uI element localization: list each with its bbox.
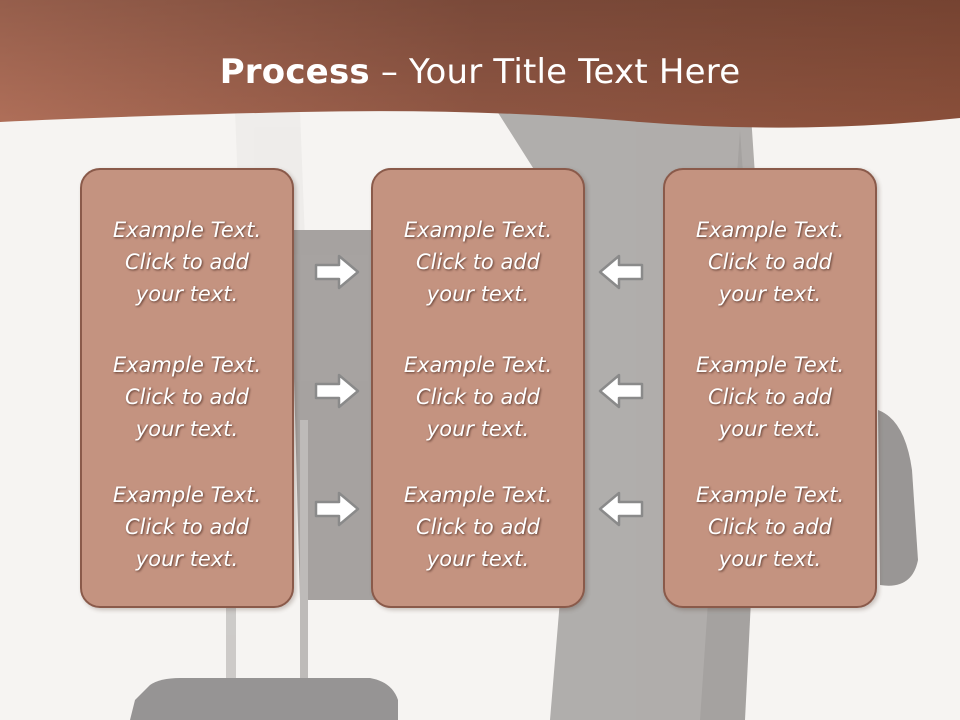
text-item[interactable]: Example Text. Click to add your text. (665, 214, 875, 310)
text-line: Example Text. (695, 483, 845, 507)
text-line: your text. (135, 282, 239, 306)
text-line: Click to add (415, 515, 540, 539)
text-line: Click to add (707, 250, 832, 274)
title-rest-text: – Your Title Text Here (369, 52, 741, 92)
process-box-left[interactable]: Example Text. Click to add your text. Ex… (80, 168, 294, 608)
text-line: Example Text. (403, 483, 553, 507)
text-line: Example Text. (112, 353, 262, 377)
text-line: Click to add (124, 515, 249, 539)
text-line: Example Text. (112, 483, 262, 507)
text-line: Click to add (124, 385, 249, 409)
text-item[interactable]: Example Text. Click to add your text. (82, 479, 292, 575)
text-line: your text. (426, 282, 530, 306)
slide-title[interactable]: Process – Your Title Text Here (0, 52, 960, 92)
text-line: Click to add (415, 250, 540, 274)
arrow-left-icon (598, 373, 644, 409)
text-line: your text. (718, 417, 822, 441)
text-line: Click to add (707, 385, 832, 409)
process-box-center[interactable]: Example Text. Click to add your text. Ex… (371, 168, 585, 608)
text-line: Click to add (707, 515, 832, 539)
text-line: Click to add (415, 385, 540, 409)
text-line: Example Text. (403, 218, 553, 242)
text-line: Click to add (124, 250, 249, 274)
text-line: your text. (426, 417, 530, 441)
text-line: Example Text. (112, 218, 262, 242)
text-line: Example Text. (695, 353, 845, 377)
process-box-right[interactable]: Example Text. Click to add your text. Ex… (663, 168, 877, 608)
text-item[interactable]: Example Text. Click to add your text. (373, 349, 583, 445)
arrow-right-icon (314, 491, 360, 527)
text-line: Example Text. (403, 353, 553, 377)
text-line: your text. (426, 547, 530, 571)
text-item[interactable]: Example Text. Click to add your text. (82, 214, 292, 310)
text-line: your text. (135, 417, 239, 441)
arrow-left-icon (598, 254, 644, 290)
text-item[interactable]: Example Text. Click to add your text. (665, 479, 875, 575)
text-line: your text. (135, 547, 239, 571)
text-line: your text. (718, 282, 822, 306)
text-item[interactable]: Example Text. Click to add your text. (373, 214, 583, 310)
text-item[interactable]: Example Text. Click to add your text. (82, 349, 292, 445)
arrow-right-icon (314, 254, 360, 290)
text-item[interactable]: Example Text. Click to add your text. (373, 479, 583, 575)
text-line: your text. (718, 547, 822, 571)
text-line: Example Text. (695, 218, 845, 242)
arrow-left-icon (598, 491, 644, 527)
arrow-right-icon (314, 373, 360, 409)
text-item[interactable]: Example Text. Click to add your text. (665, 349, 875, 445)
title-bold-text: Process (219, 52, 370, 92)
